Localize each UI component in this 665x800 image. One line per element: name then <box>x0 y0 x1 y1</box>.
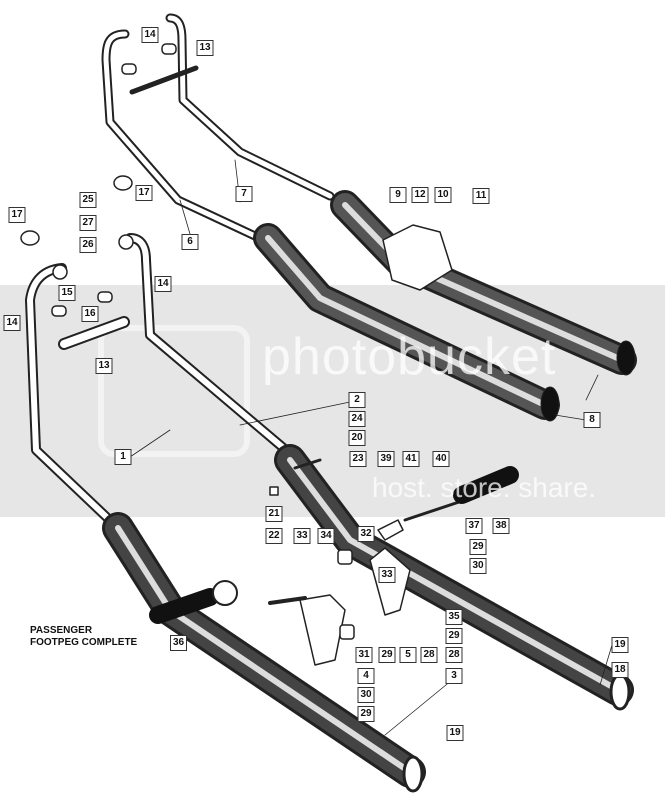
callout-36: 36 <box>170 635 187 651</box>
caption-line1: PASSENGER <box>30 625 93 636</box>
callout-1: 1 <box>114 449 132 465</box>
callout-14: 14 <box>3 315 21 331</box>
callout-29: 29 <box>357 706 375 722</box>
watermark-tagline: host. store. share. <box>372 472 597 503</box>
callout-25: 25 <box>79 192 97 208</box>
callout-29: 29 <box>469 539 487 555</box>
callout-3: 3 <box>445 668 463 684</box>
callout-30: 30 <box>469 558 487 574</box>
callout-30: 30 <box>357 687 375 703</box>
callout-19: 19 <box>611 637 629 653</box>
callout-18: 18 <box>611 662 629 678</box>
callout-16: 16 <box>81 306 99 322</box>
callout-28: 28 <box>445 647 463 663</box>
callout-35: 35 <box>445 609 463 625</box>
callout-8: 8 <box>583 412 601 428</box>
callout-38: 38 <box>492 518 510 534</box>
callout-37: 37 <box>465 518 483 534</box>
callout-4: 4 <box>357 668 375 684</box>
callout-19: 19 <box>446 725 464 741</box>
mounting-bracket <box>382 224 453 291</box>
callout-39: 39 <box>377 451 395 467</box>
upper-muffler-left <box>253 223 560 422</box>
callout-34: 34 <box>317 528 335 544</box>
callout-6: 6 <box>181 234 199 250</box>
upper-frame <box>101 13 335 241</box>
callout-33: 33 <box>293 528 311 544</box>
callout-14: 14 <box>154 276 172 292</box>
callout-10: 10 <box>434 187 452 203</box>
callout-31: 31 <box>355 647 373 663</box>
callout-22: 22 <box>265 528 283 544</box>
caption-line2: FOOTPEG COMPLETE <box>30 637 138 648</box>
callout-2: 2 <box>348 392 366 408</box>
callout-15: 15 <box>58 285 76 301</box>
callout-23: 23 <box>349 451 367 467</box>
callout-41: 41 <box>402 451 420 467</box>
watermark-logo <box>98 325 250 457</box>
callout-29: 29 <box>378 647 396 663</box>
callout-26: 26 <box>79 237 97 253</box>
callout-11: 11 <box>472 188 490 204</box>
callout-21: 21 <box>265 506 283 522</box>
callout-20: 20 <box>348 430 366 446</box>
watermark-brand: photobucket <box>262 328 557 386</box>
callout-40: 40 <box>432 451 450 467</box>
callout-28: 28 <box>420 647 438 663</box>
upper-muffler-right <box>330 190 637 376</box>
callout-7: 7 <box>235 186 253 202</box>
lower-muffler-right <box>274 444 634 711</box>
callout-24: 24 <box>348 411 366 427</box>
footpeg-rubber-upper <box>453 466 519 504</box>
callout-12: 12 <box>411 187 429 203</box>
callout-13: 13 <box>95 358 113 374</box>
leader-lines <box>129 159 613 736</box>
callout-13: 13 <box>196 40 214 56</box>
callout-27: 27 <box>79 215 97 231</box>
callout-29: 29 <box>445 628 463 644</box>
callout-32: 32 <box>357 526 375 542</box>
footpeg-caption: PASSENGER FOOTPEG COMPLETE <box>30 625 137 649</box>
callout-17: 17 <box>135 185 153 201</box>
callout-5: 5 <box>399 647 417 663</box>
callout-9: 9 <box>389 187 407 203</box>
callout-14: 14 <box>141 27 159 43</box>
callout-33: 33 <box>378 567 396 583</box>
callout-17: 17 <box>8 207 26 223</box>
footpeg-rubber-lower <box>149 580 238 624</box>
